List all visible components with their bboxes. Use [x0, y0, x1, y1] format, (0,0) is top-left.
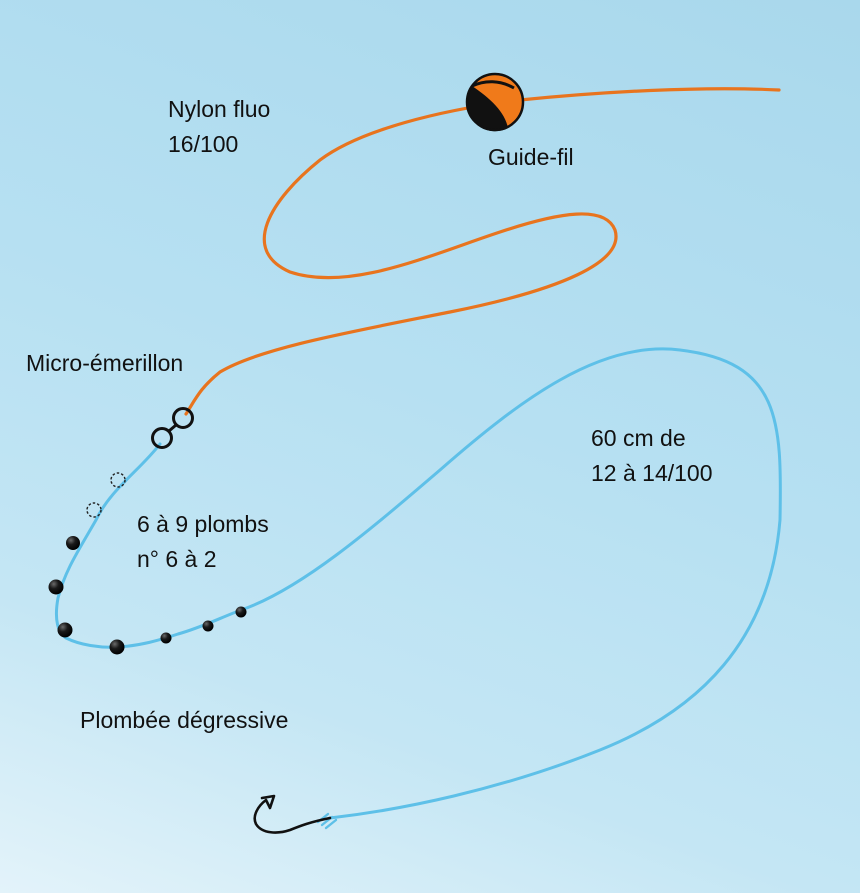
leader-line — [54, 347, 782, 820]
main-line-label-line2: 16/100 — [168, 131, 239, 157]
leader-label: 60 cm de 12 à 14/100 — [591, 421, 713, 491]
split-shot-icon — [57, 622, 73, 638]
optional-shot-icon — [110, 472, 126, 488]
split-shot-icon — [66, 536, 80, 550]
split-shot-icon — [48, 579, 64, 595]
split-shot-icon — [160, 632, 172, 644]
shots-label-line1: 6 à 9 plombs — [137, 511, 269, 537]
split-shot-icon — [109, 639, 125, 655]
optional-shot-icon — [86, 502, 102, 518]
main-line-label: Nylon fluo 16/100 — [168, 92, 270, 162]
hook-icon — [253, 794, 332, 834]
swivel-label: Micro-émerillon — [26, 350, 184, 376]
leader-label-line1: 60 cm de — [591, 425, 686, 451]
split-shot-icon — [235, 606, 247, 618]
line-guide-label: Guide-fil — [488, 144, 574, 170]
shots-label: 6 à 9 plombs n° 6 à 2 — [137, 507, 269, 577]
shotting-pattern-label: Plombée dégressive — [80, 707, 289, 733]
split-shot-icon — [202, 620, 214, 632]
leader-label-line2: 12 à 14/100 — [591, 460, 713, 486]
swivel-icon — [151, 407, 194, 449]
shots-label-line2: n° 6 à 2 — [137, 546, 217, 572]
main-line — [184, 87, 781, 416]
float-ball-icon — [465, 72, 525, 132]
main-line-label-line1: Nylon fluo — [168, 96, 271, 122]
